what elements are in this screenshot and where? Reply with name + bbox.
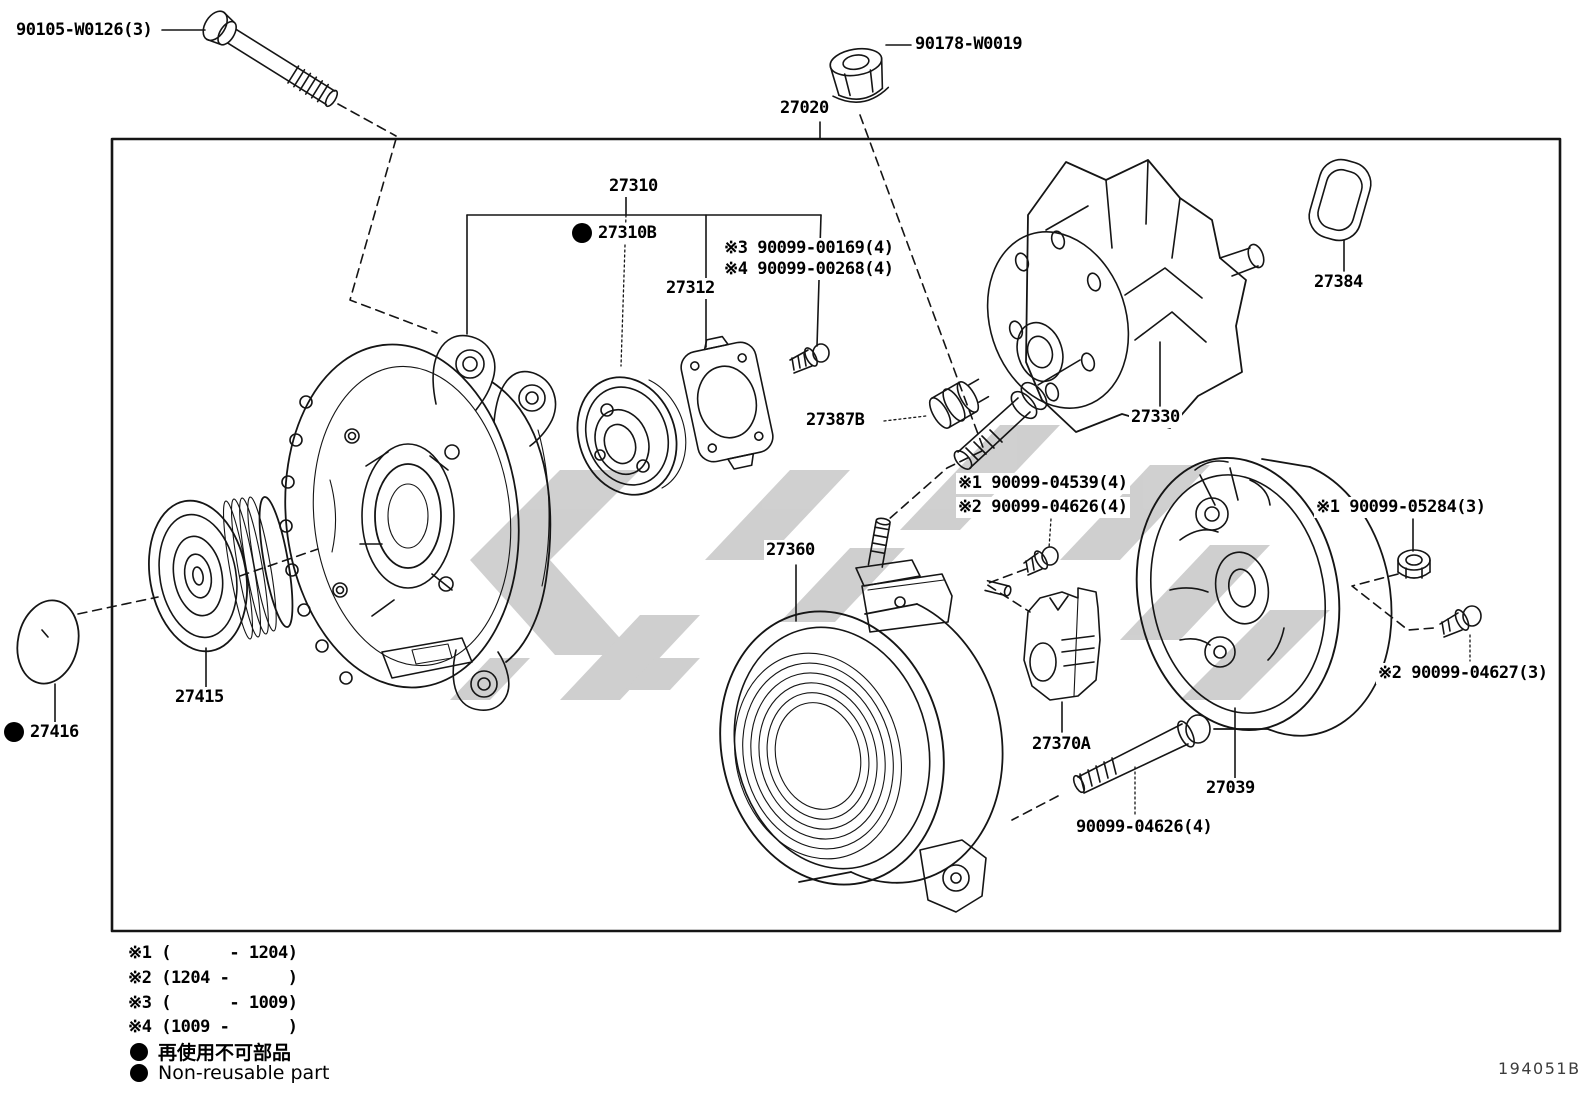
- part-label-90099-05284[interactable]: ※1 90099-05284(3): [1314, 497, 1488, 518]
- part-label-27330[interactable]: 27330: [1129, 407, 1182, 428]
- non-reusable-dot: [572, 223, 592, 243]
- non-reusable-dot: [4, 722, 24, 742]
- part-label-90099-04626-b[interactable]: 90099-04626(4): [1074, 817, 1215, 838]
- part-label-90105-w0126[interactable]: 90105-W0126(3): [14, 20, 155, 41]
- footnote-2: ※2 (1204 - ): [128, 968, 298, 988]
- part-label-27416[interactable]: 27416: [2, 722, 81, 742]
- diagram-border: [110, 137, 1562, 933]
- bearing-27310b-drawing: [576, 376, 687, 496]
- part-label-27020[interactable]: 27020: [778, 98, 831, 119]
- cap-27416-drawing: [16, 548, 319, 724]
- footnote-4: ※4 (1009 - ): [128, 1017, 298, 1037]
- stator-27360-drawing: [719, 517, 1012, 913]
- part-label-90099-04539[interactable]: ※1 90099-04539(4): [956, 473, 1130, 494]
- non-reusable-dot: [130, 1042, 148, 1061]
- diagram-code: 194051B: [1498, 1059, 1581, 1078]
- rear-bolt-04627-drawing: [1439, 605, 1482, 662]
- brush-holder-27370a-drawing: [1023, 587, 1101, 733]
- long-bolt-04626-drawing: [1011, 714, 1211, 821]
- rear-cover-27039-drawing: [1135, 457, 1393, 780]
- front-bracket-drawing: [279, 334, 557, 711]
- part-label-27387b[interactable]: 27387B: [804, 410, 867, 431]
- nut-90178-drawing: [829, 44, 985, 521]
- footnote-1: ※1 ( - 1204): [128, 943, 298, 963]
- non-reusable-dot: [130, 1064, 148, 1082]
- plate-27312-drawing: [680, 335, 774, 470]
- part-label-90099-04626-a[interactable]: ※2 90099-04626(4): [956, 497, 1130, 518]
- footnote-non-reusable-en: Non-reusable part: [130, 1062, 329, 1084]
- slipring-27387b-drawing: [928, 378, 990, 429]
- bolt-90105-drawing: [161, 10, 438, 334]
- part-label-27415[interactable]: 27415: [173, 687, 226, 708]
- part-label-27370a[interactable]: 27370A: [1030, 734, 1093, 755]
- part-label-27310[interactable]: 27310: [607, 176, 660, 197]
- part-label-27039[interactable]: 27039: [1204, 778, 1257, 799]
- pulley-27415-drawing: [148, 496, 294, 689]
- part-label-90099-04627[interactable]: ※2 90099-04627(3): [1376, 663, 1550, 684]
- seal-27384-drawing: [1308, 158, 1372, 272]
- rear-nut-05284-drawing: [1351, 518, 1435, 631]
- part-label-27310b[interactable]: 27310B: [570, 223, 659, 243]
- part-label-90099-00169[interactable]: ※3 90099-00169(4): [722, 238, 896, 259]
- screw-04539-drawing: [985, 518, 1059, 613]
- part-label-90178-w0019[interactable]: 90178-W0019: [913, 34, 1025, 55]
- footnote-3: ※3 ( - 1009): [128, 993, 298, 1013]
- part-label-90099-00268[interactable]: ※4 90099-00268(4): [722, 259, 896, 280]
- part-label-27384[interactable]: 27384: [1312, 272, 1365, 293]
- part-label-27312[interactable]: 27312: [664, 278, 717, 299]
- footnote-non-reusable-jp: 再使用不可部品: [130, 1038, 291, 1065]
- part-label-27360[interactable]: 27360: [764, 540, 817, 561]
- screw-00169-drawing: [789, 343, 830, 374]
- rotor-27330-drawing: [953, 159, 1265, 470]
